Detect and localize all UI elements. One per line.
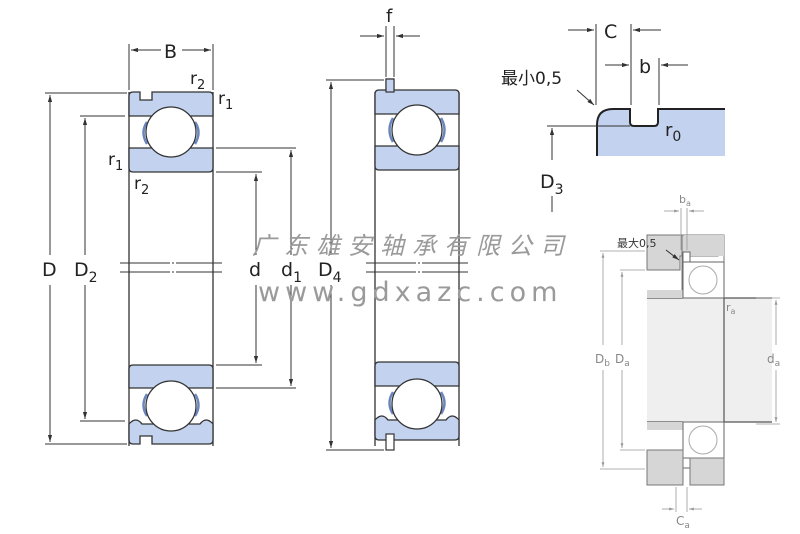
cage — [388, 391, 395, 415]
outer-ring — [128, 419, 214, 445]
note-min-0-5: 最小0,5 — [501, 69, 562, 89]
inner-ring — [374, 361, 460, 387]
label-r1-top: r1 — [218, 89, 233, 113]
label-D4: D4 — [318, 259, 342, 286]
note-max-0-5: 最大0,5 — [617, 236, 657, 250]
label-d: d — [249, 259, 261, 281]
ball — [688, 265, 718, 295]
label-ra: ra — [726, 301, 736, 316]
cage — [439, 391, 446, 415]
watermark-url: www.gdxazc.com — [258, 277, 562, 308]
leader-arrow — [576, 89, 595, 106]
label-r2-side: r2 — [134, 174, 149, 198]
cage — [142, 393, 149, 417]
bearing-section-bottom — [374, 361, 460, 451]
groove-outline — [596, 108, 725, 156]
cage — [439, 117, 446, 143]
groove-detail: C b 最小0,5 r0 D3 — [501, 21, 725, 212]
label-ba: ba — [679, 193, 691, 208]
label-da: da — [767, 352, 780, 369]
shaft — [647, 298, 772, 422]
ball — [391, 104, 443, 156]
housing-bottom-right — [689, 457, 725, 486]
ball — [145, 380, 197, 432]
ball — [688, 425, 718, 455]
label-C: C — [604, 21, 617, 43]
ball — [145, 106, 197, 158]
label-Ca: Ca — [676, 514, 690, 531]
ball — [391, 378, 443, 430]
outer-ring — [128, 91, 214, 117]
label-r2-top: r2 — [190, 69, 205, 93]
snap-ring — [385, 433, 395, 451]
label-d1: d1 — [281, 259, 302, 286]
cage — [388, 117, 395, 143]
bearing-section-bottom — [128, 364, 214, 445]
cage — [142, 121, 149, 145]
label-Db: Db — [595, 352, 610, 369]
snap-ring — [682, 251, 691, 263]
label-D3: D3 — [540, 171, 564, 198]
label-f: f — [386, 6, 393, 27]
spacer-bottom — [647, 422, 683, 430]
snap-ring — [385, 78, 395, 93]
label-b-groove: b — [639, 56, 651, 78]
bearing-section-top — [374, 78, 460, 171]
housing-bottom-left — [646, 449, 684, 486]
inner-ring — [128, 364, 214, 389]
groove-body — [597, 109, 725, 156]
cage — [193, 393, 200, 417]
spacer-top — [647, 290, 683, 298]
housing-top-fill — [684, 235, 724, 256]
bearing-view-1: B r2 r1 r1 r2 D D2 d d1 — [42, 41, 302, 446]
label-r1-side: r1 — [108, 150, 123, 174]
bearing-section-top — [128, 91, 214, 173]
label-r0: r0 — [665, 120, 681, 145]
label-D: D — [42, 259, 57, 281]
label-b: B — [164, 41, 177, 63]
mounting-view: ba 最大0,5 ra Db Da da Ca — [595, 193, 780, 531]
inner-ring — [128, 147, 214, 173]
inner-ring — [374, 145, 460, 171]
bearing-view-2: f D4 — [318, 6, 468, 451]
label-Da: Da — [615, 352, 630, 369]
leader-arrow — [665, 249, 680, 261]
outer-ring — [374, 89, 460, 115]
label-D2: D2 — [74, 259, 98, 286]
snap-ring — [682, 457, 691, 469]
watermark-company: 广东雄安轴承有限公司 — [252, 232, 572, 260]
cage — [193, 121, 200, 145]
